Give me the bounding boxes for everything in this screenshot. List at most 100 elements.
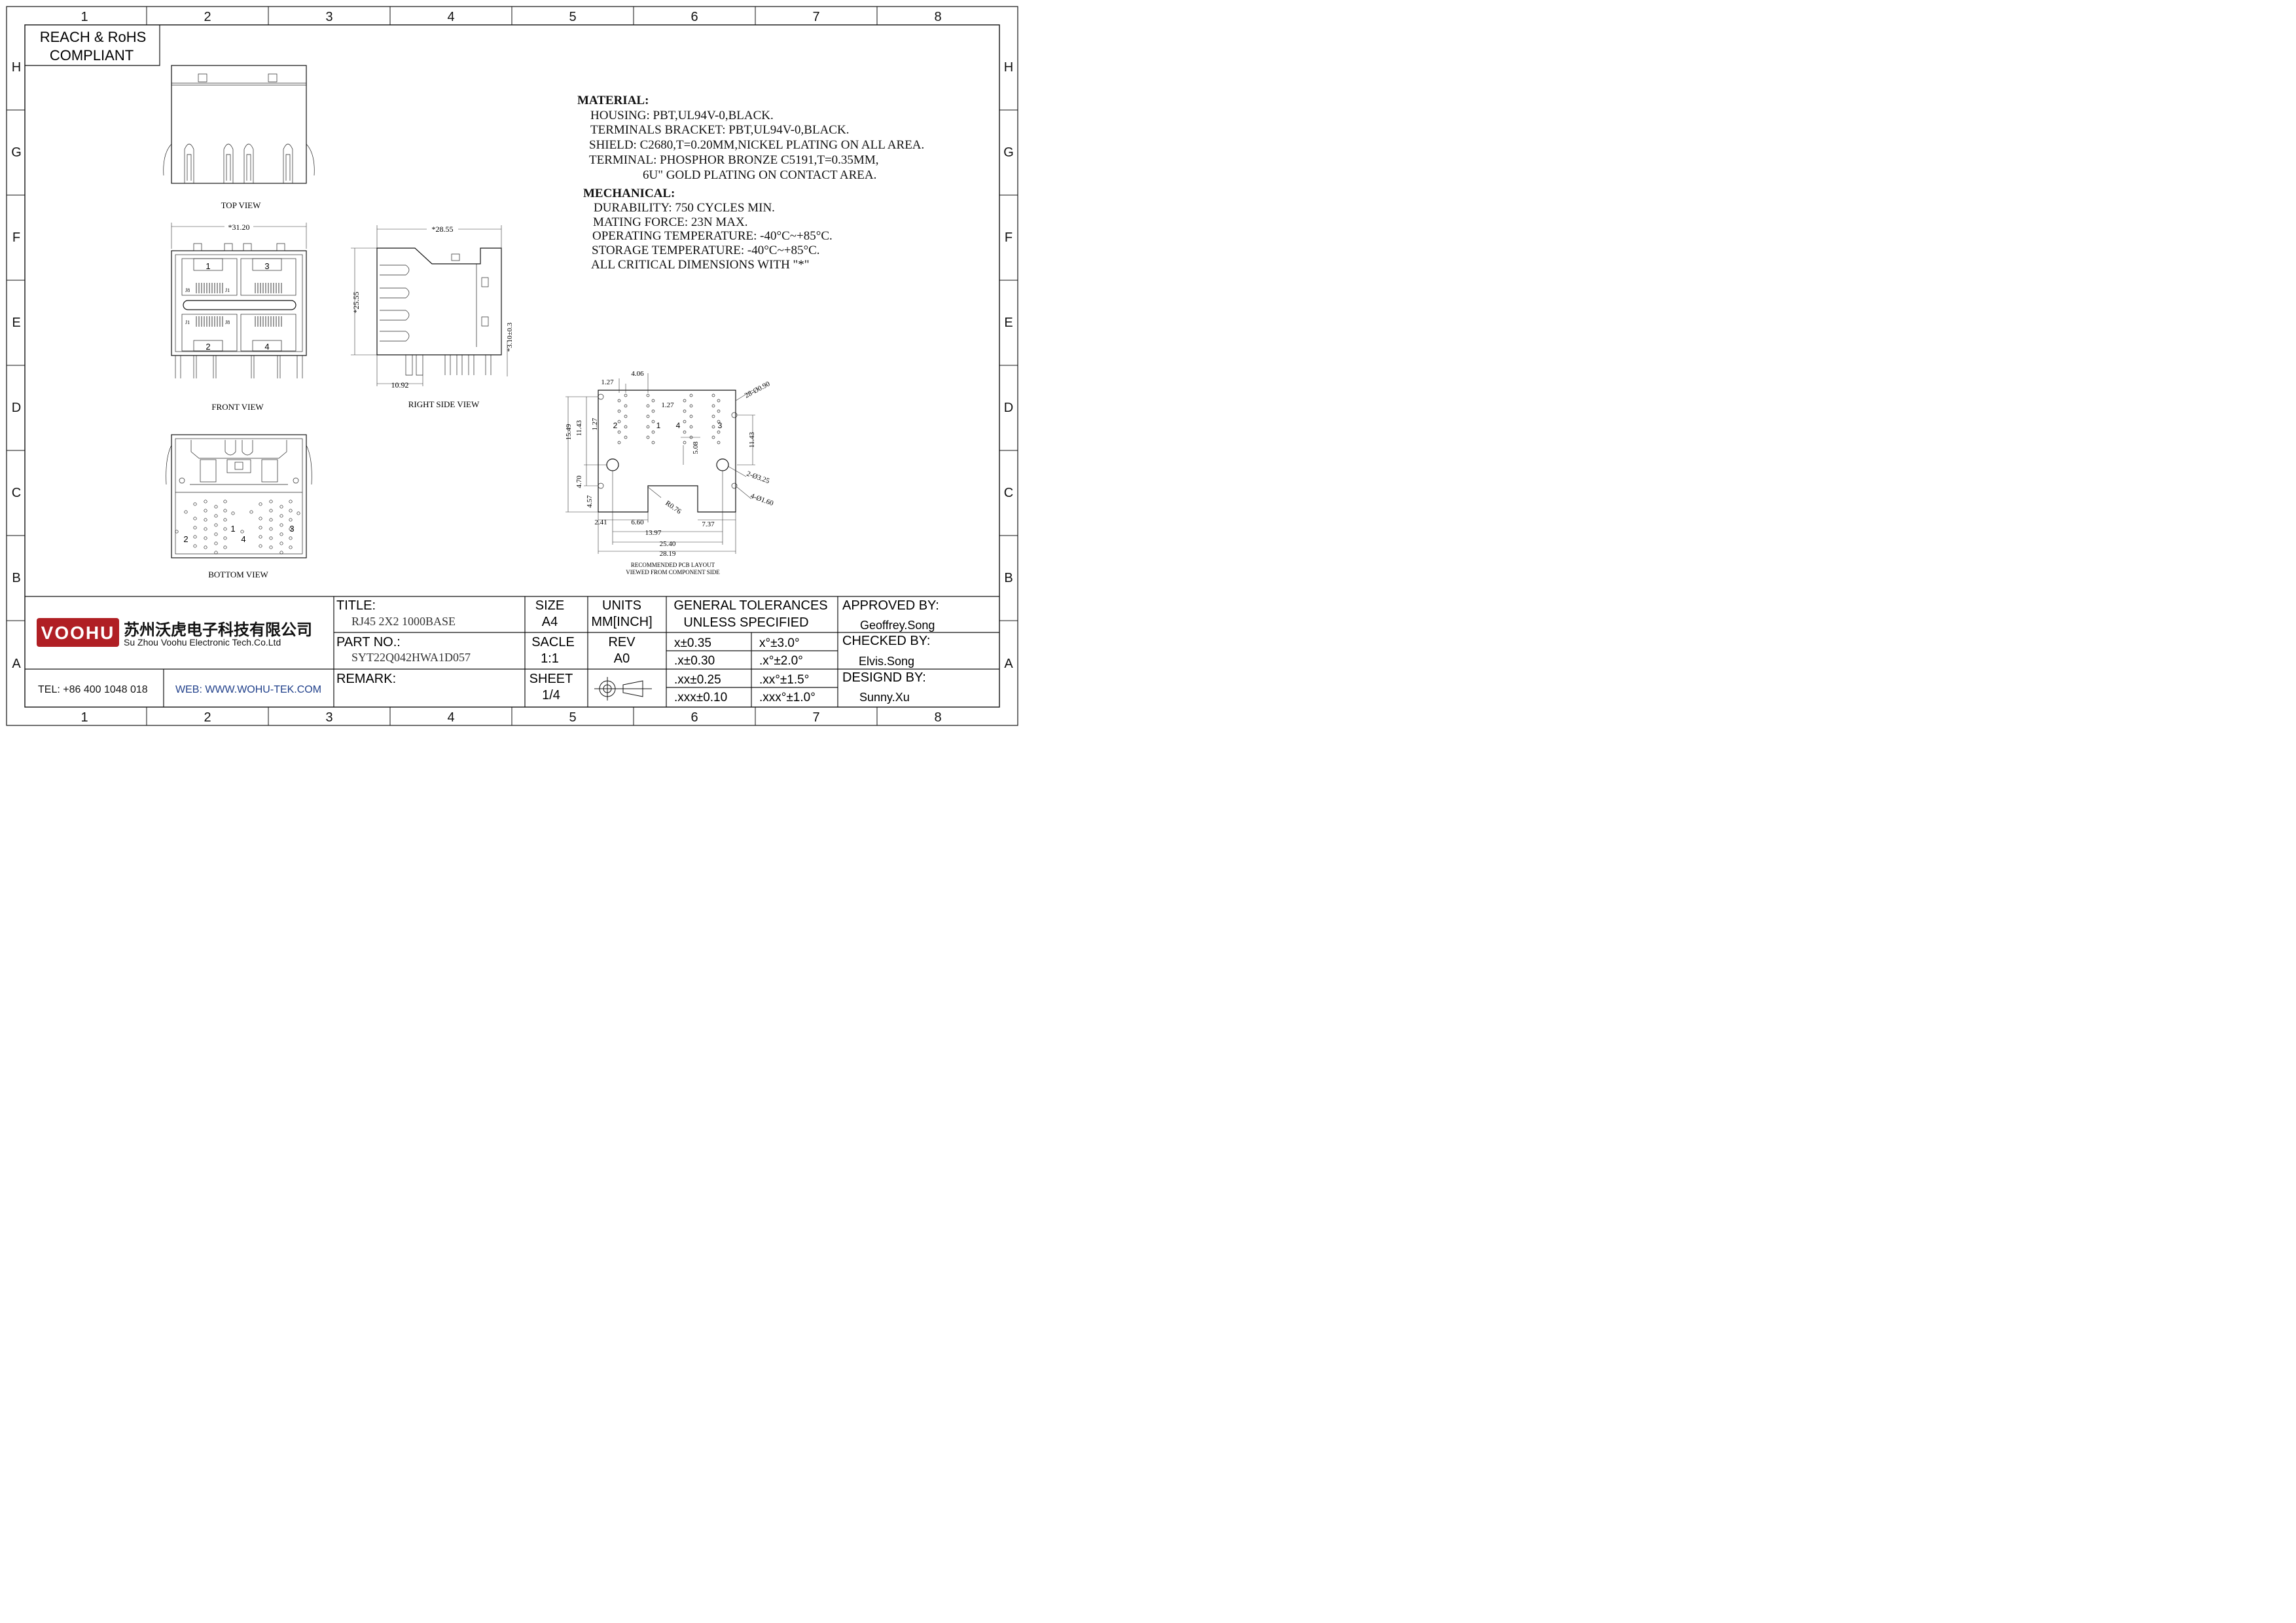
pin-label-j8: J8 — [185, 287, 190, 293]
pcb-dim-241: 2.41 — [594, 519, 607, 526]
pin-label-j1: J1 — [185, 319, 190, 325]
top-view: TOP VIEW — [163, 65, 315, 210]
port-number-1: 1 — [206, 261, 210, 271]
title-block: VOOHU 苏州沃虎电子科技有限公司 Su Zhou Voohu Electro… — [25, 596, 999, 707]
pcb-port-4: 4 — [676, 421, 681, 430]
pcb-dim-1549: 15.49 — [565, 424, 573, 440]
row-label-right: D — [1004, 401, 1013, 415]
units-label: UNITS — [602, 598, 641, 613]
pcb-dim-127c: 1.27 — [591, 418, 599, 431]
material-line: 6U" GOLD PLATING ON CONTACT AREA. — [643, 168, 876, 182]
col-label-bottom: 7 — [812, 710, 819, 725]
col-label-bottom: 6 — [691, 710, 698, 725]
company-name-cn: 苏州沃虎电子科技有限公司 — [124, 621, 312, 639]
bottom-port-2: 2 — [183, 534, 188, 544]
tel-number: TEL: +86 400 1048 018 — [38, 684, 148, 695]
material-line: SHIELD: C2680,T=0.20MM,NICKEL PLATING ON… — [589, 138, 924, 152]
pcb-hole-28: 28-Ø0.90 — [744, 380, 772, 399]
pcb-dim-457: 4.57 — [586, 495, 594, 508]
approved-name: Geoffrey.Song — [860, 619, 935, 632]
title-label: TITLE: — [336, 598, 376, 613]
material-line: TERMINAL: PHOSPHOR BRONZE C5191,T=0.35MM… — [589, 153, 878, 167]
col-label-top: 4 — [447, 10, 454, 24]
tolerance-linear: .xxx±0.10 — [674, 691, 727, 704]
compliance-line2: COMPLIANT — [50, 47, 134, 64]
port-number-2: 2 — [206, 342, 210, 352]
material-heading: MATERIAL: — [577, 94, 649, 107]
sheet-label: SHEET — [529, 672, 573, 686]
row-label-left: A — [12, 657, 21, 671]
pcb-dim-508: 5.08 — [692, 441, 700, 454]
checked-name: Elvis.Song — [859, 655, 914, 668]
spec-notes: MATERIAL: HOUSING: PBT,UL94V-0,BLACK. TE… — [577, 94, 924, 272]
col-label-bottom: 8 — [934, 710, 941, 725]
pcb-hole-4: 4-Ø1.60 — [749, 492, 775, 508]
tolerance-linear: .x±0.30 — [674, 654, 715, 668]
pin-label-j1: J1 — [225, 287, 230, 293]
front-view: *31.20 1 3 — [171, 223, 307, 412]
tolerance-angular: x°±3.0° — [759, 636, 800, 650]
dim-height: *25.55 — [351, 292, 361, 314]
pin-label-j8: J8 — [225, 319, 230, 325]
mechanical-line: STORAGE TEMPERATURE: -40°C~+85°C. — [592, 244, 820, 257]
drawing-sheet: 1 2 3 4 5 6 7 8 1 2 3 4 5 6 7 8 H G F E … — [6, 6, 1018, 726]
tolerance-angular: .x°±2.0° — [759, 654, 803, 668]
pcb-caption-1: RECOMMENDED PCB LAYOUT — [631, 562, 715, 568]
tolerance-linear: .xx±0.25 — [674, 673, 721, 687]
row-label-right: B — [1004, 571, 1013, 585]
right-side-view: *28.55 *25.55 10.92 *3.10±0.3 RIGHT S — [351, 225, 514, 409]
pcb-dim-660: 6.60 — [631, 519, 644, 526]
scale-value: 1:1 — [541, 651, 559, 666]
website-link[interactable]: WEB: WWW.WOHU-TEK.COM — [175, 684, 321, 695]
col-label-top: 7 — [812, 10, 819, 24]
part-label: PART NO.: — [336, 635, 401, 649]
rev-value: A0 — [614, 651, 630, 666]
pcb-dim-127a: 1.27 — [601, 378, 614, 386]
mechanical-line: ALL CRITICAL DIMENSIONS WITH "*" — [591, 258, 810, 272]
pcb-dim-2819: 28.19 — [660, 550, 676, 558]
port-number-3: 3 — [264, 261, 269, 271]
bottom-port-1: 1 — [230, 524, 235, 534]
pcb-port-2: 2 — [613, 421, 618, 430]
company-name-en: Su Zhou Voohu Electronic Tech.Co.Ltd — [124, 637, 281, 647]
tolerance-angular: .xxx°±1.0° — [759, 691, 816, 704]
row-label-right: F — [1005, 230, 1013, 245]
material-line: TERMINALS BRACKET: PBT,UL94V-0,BLACK. — [590, 123, 849, 137]
col-label-bottom: 1 — [81, 710, 88, 725]
mechanical-line: MATING FORCE: 23N MAX. — [593, 215, 747, 229]
projection-symbol — [594, 677, 652, 701]
pcb-dim-127b: 1.27 — [661, 401, 674, 409]
size-label: SIZE — [535, 598, 564, 613]
part-number: SYT22Q042HWA1D057 — [351, 651, 471, 664]
rev-label: REV — [608, 635, 636, 649]
right-view-label: RIGHT SIDE VIEW — [408, 399, 480, 409]
col-label-top: 8 — [934, 10, 941, 24]
col-label-bottom: 2 — [204, 710, 211, 725]
pcb-dim-2540: 25.40 — [660, 540, 676, 548]
size-value: A4 — [542, 615, 558, 629]
pcb-radius: R0.76 — [664, 500, 683, 516]
row-label-right: E — [1004, 316, 1013, 330]
checked-label: CHECKED BY: — [842, 634, 930, 648]
col-label-top: 5 — [569, 10, 576, 24]
pcb-port-3: 3 — [718, 421, 723, 430]
designer-name: Sunny.Xu — [859, 691, 910, 704]
dim-width: *31.20 — [228, 223, 250, 232]
col-label-bottom: 5 — [569, 710, 576, 725]
row-label-left: E — [12, 316, 20, 330]
mechanical-heading: MECHANICAL: — [583, 187, 675, 200]
units-value: MM[INCH] — [591, 615, 652, 629]
logo-text: VOOHU — [41, 623, 115, 643]
material-line: HOUSING: PBT,UL94V-0,BLACK. — [590, 109, 774, 122]
row-label-left: H — [12, 60, 21, 75]
outer-border — [6, 6, 1018, 726]
pcb-layout: 2 1 4 3 15.49 11.43 1 — [565, 370, 775, 575]
designed-label: DESIGND BY: — [842, 670, 926, 685]
remark-label: REMARK: — [336, 672, 396, 686]
row-label-left: C — [12, 486, 21, 500]
mechanical-line: OPERATING TEMPERATURE: -40°C~+85°C. — [592, 229, 833, 243]
row-label-right: G — [1003, 145, 1014, 160]
front-view-label: FRONT VIEW — [211, 402, 264, 412]
title-value: RJ45 2X2 1000BASE — [351, 615, 456, 628]
port-number-4: 4 — [264, 342, 269, 352]
